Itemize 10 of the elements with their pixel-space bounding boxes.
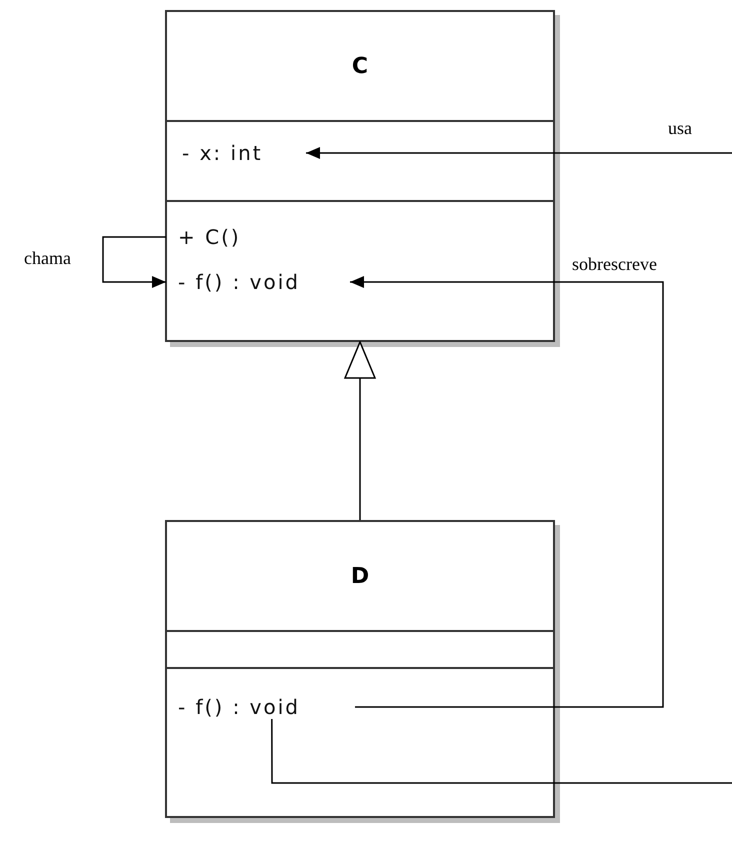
class-member: - f() : void bbox=[166, 270, 350, 294]
class-member: - x: int bbox=[170, 141, 306, 165]
class-name: C bbox=[352, 53, 368, 81]
class-member: - f() : void bbox=[166, 695, 355, 719]
inheritance-arrow bbox=[344, 341, 376, 520]
class-name: D bbox=[350, 563, 370, 591]
arrow bbox=[350, 276, 664, 708]
arrow bbox=[306, 147, 732, 159]
arrow bbox=[102, 236, 166, 288]
class-member: + C() bbox=[166, 225, 260, 249]
